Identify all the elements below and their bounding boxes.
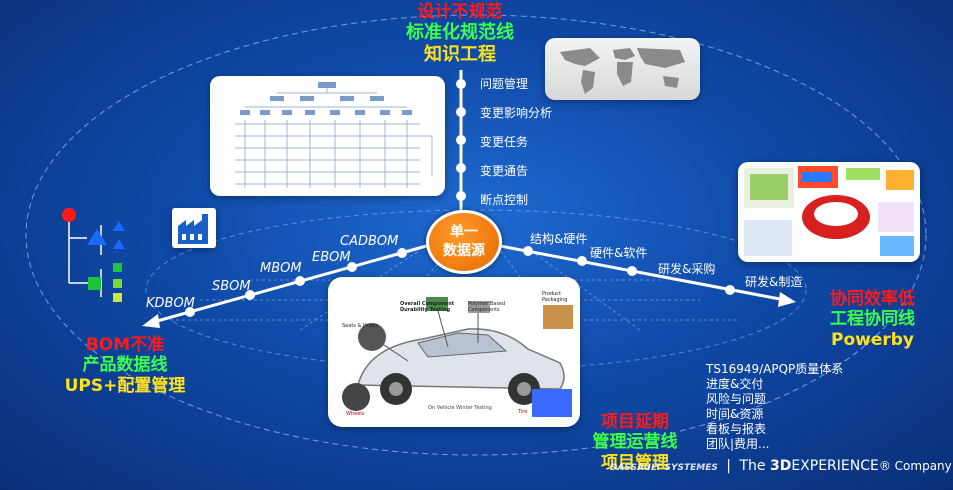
left-text-group: BOM不准 产品数据线 UPS+配置管理 [40, 335, 210, 396]
right-label-rd-purchase: 研发&采购 [658, 262, 716, 276]
car-label-polymer: Polymer Based Components [468, 301, 506, 313]
vertical-item: 断点控制 [480, 193, 529, 207]
company-footer: DASSAULT SYSTEMES | The 3DEXPERIENCE® Co… [610, 458, 952, 474]
vertical-item: 变更通告 [480, 164, 529, 178]
right-axis-line [494, 243, 786, 302]
org-chart-card [210, 76, 445, 196]
bottom-problem: 项目延期 [601, 412, 669, 432]
bottom-text-group: 项目延期 管理运营线 项目管理 [560, 412, 710, 473]
car-label-seats: Seats & Hoses [342, 323, 379, 329]
top-text-group: 设计不规范 标准化规范线 知识工程 [380, 2, 540, 66]
hub-line2: 数据源 [443, 243, 485, 259]
car-label-tire: Tire [518, 409, 528, 415]
single-data-source-hub: 单一 数据源 [426, 210, 502, 274]
left-problem: BOM不准 [85, 335, 165, 355]
bom-label-kdbom: KDBOM [146, 296, 195, 311]
car-label-packaging: Product Packaging [542, 291, 568, 303]
right-solution: Powerby [830, 329, 914, 350]
vertical-item: 问题管理 [480, 77, 529, 91]
car-cutaway-graphic [342, 297, 573, 417]
right-problem: 协同效率低 [830, 289, 915, 309]
left-solution: UPS+配置管理 [64, 375, 186, 396]
project-item-list: TS16949/APQP质量体系 进度&交付 风险与问题 时间&资源 看板与报表… [706, 362, 843, 452]
world-map-card [545, 38, 700, 100]
project-item: 风险与问题 [706, 392, 767, 406]
car-label-wheels: Wheels [346, 411, 365, 417]
top-line-name: 标准化规范线 [406, 22, 514, 44]
bottom-solution: 项目管理 [601, 452, 669, 473]
factory-icon [172, 208, 216, 248]
bottom-line-name: 管理运营线 [592, 432, 678, 453]
right-label-rd-manufacture: 研发&制造 [745, 275, 803, 289]
footer-3d: 3D [769, 458, 792, 474]
brand-logo-text: DASSAULT SYSTEMES [610, 463, 718, 473]
world-map-icon [560, 48, 685, 94]
footer-separator: | [726, 458, 731, 474]
bom-label-sbom: SBOM [212, 279, 251, 294]
footer-the: The [739, 458, 766, 474]
right-text-group: 协同效率低 工程协同线 Powerby [800, 289, 945, 350]
footer-suffix: ® Company [878, 459, 952, 473]
outer-dashed-ellipse [25, 14, 927, 456]
car-test-card: Overall Component Durability Testing Pol… [328, 277, 580, 427]
cad-images-card [738, 162, 920, 262]
bom-label-cadbom: CADBOM [340, 234, 399, 249]
vertical-item: 变更任务 [480, 135, 529, 149]
top-solution: 知识工程 [424, 43, 496, 65]
left-line-name: 产品数据线 [82, 355, 168, 376]
left-axis-line [149, 243, 431, 325]
left-nodes [185, 248, 407, 317]
project-item: 看板与报表 [706, 422, 767, 436]
vertical-nodes [456, 79, 466, 201]
project-item: TS16949/APQP质量体系 [706, 362, 844, 376]
right-label-hardware-software: 硬件&软件 [590, 246, 648, 260]
top-problem: 设计不规范 [417, 2, 503, 22]
right-arrow-head [778, 292, 796, 307]
left-arrow-head [142, 314, 160, 328]
project-item: 团队|费用... [706, 437, 770, 451]
bom-label-mbom: MBOM [260, 261, 302, 276]
footer-experience: EXPERIENCE [791, 458, 879, 474]
right-label-structure-hardware: 结构&硬件 [530, 232, 588, 246]
bom-label-ebom: EBOM [312, 250, 351, 265]
bom-tree-icon [62, 208, 125, 302]
cad-collage-graphic [744, 166, 914, 256]
right-line-name: 工程协同线 [830, 309, 915, 330]
vertical-item: 变更影响分析 [480, 106, 553, 120]
right-nodes [523, 246, 735, 295]
vertical-item-list: 问题管理 变更影响分析 变更任务 变更通告 断点控制 [480, 70, 552, 215]
project-item: 时间&资源 [706, 407, 764, 421]
car-label-winter: On Vehicle Winter Testing [428, 405, 492, 411]
factory-card [172, 208, 216, 248]
project-item: 进度&交付 [706, 377, 764, 391]
org-chart-graphic [235, 82, 433, 188]
hub-line1: 单一 [450, 224, 478, 240]
car-label-durability: Overall Component Durability Testing [400, 301, 455, 313]
